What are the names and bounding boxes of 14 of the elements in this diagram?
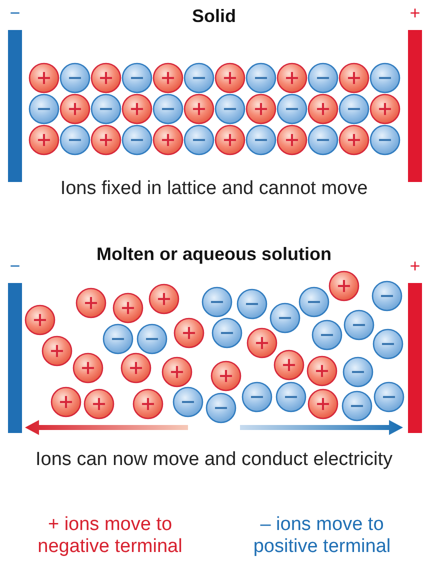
section-heading: Molten or aqueous solution bbox=[96, 244, 332, 265]
positive-electrode bbox=[408, 30, 422, 182]
note: – ions move to positive terminal bbox=[252, 514, 392, 558]
terminal-sign: + bbox=[408, 256, 422, 277]
positive-electrode bbox=[408, 283, 422, 433]
negative-electrode bbox=[8, 30, 22, 182]
note: + ions move to negative terminal bbox=[36, 514, 184, 558]
caption: Ions can now move and conduct electricity bbox=[34, 449, 394, 471]
terminal-sign: − bbox=[8, 256, 22, 277]
terminal-sign: + bbox=[408, 3, 422, 24]
section-heading: Solid bbox=[191, 6, 237, 27]
caption: Ions fixed in lattice and cannot move bbox=[59, 178, 369, 200]
negative-electrode bbox=[8, 283, 22, 433]
terminal-sign: − bbox=[8, 3, 22, 24]
